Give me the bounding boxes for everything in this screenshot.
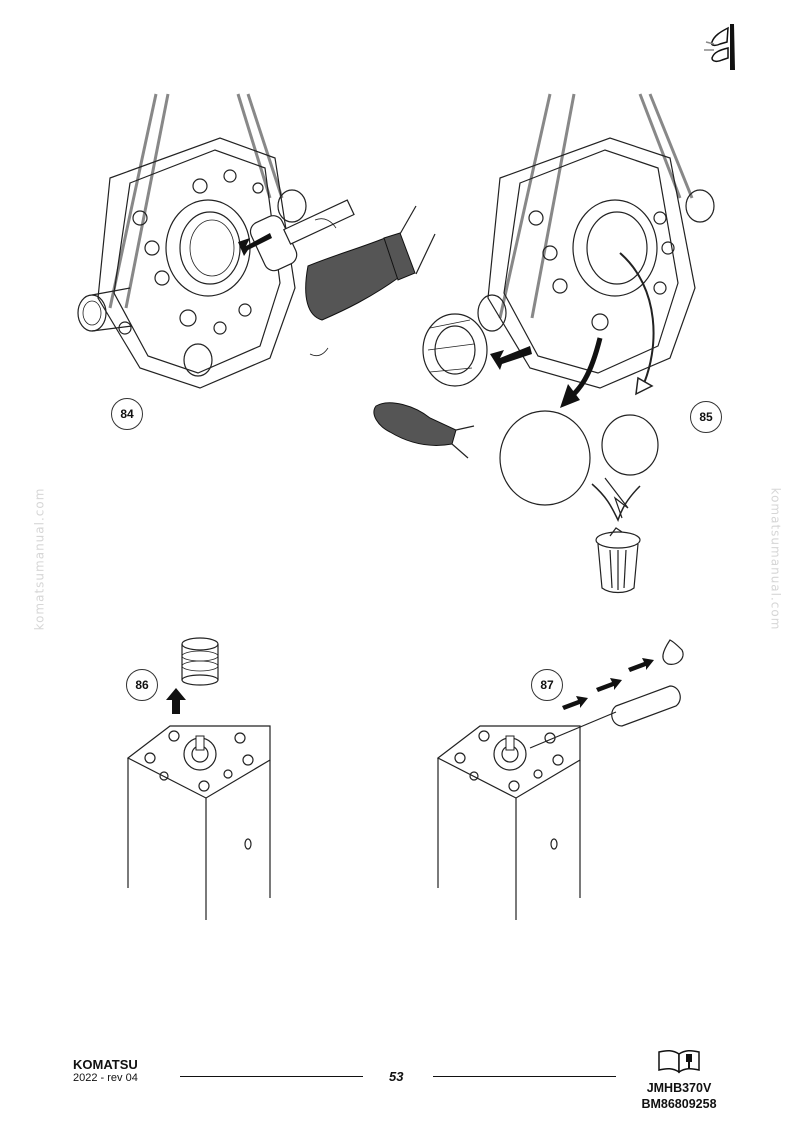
glove-hand-icon (700, 22, 742, 72)
step-number-84: 84 (111, 398, 143, 430)
step-number-86: 86 (126, 669, 158, 701)
figure-86-cartridge-removal (120, 630, 290, 925)
step-number-85: 85 (690, 401, 722, 433)
watermark-left: komatsumanual.com (32, 487, 47, 631)
document-code: JMHB370V (646, 1081, 712, 1095)
manual-book-icon (657, 1048, 701, 1074)
figure-85-seal-removal (360, 88, 740, 608)
footer-brand: KOMATSU (73, 1057, 138, 1072)
step-number-87: 87 (531, 669, 563, 701)
footer-rule-right (433, 1076, 616, 1077)
figure-87-lubrication (430, 630, 700, 925)
watermark-right: komatsumanual.com (768, 487, 783, 631)
part-number: BM86809258 (641, 1097, 717, 1111)
footer-year-revision: 2022 - rev 04 (73, 1072, 138, 1084)
footer-rule-left (180, 1076, 363, 1077)
figure-84-hammer-removal (70, 88, 450, 418)
page-number: 53 (389, 1069, 404, 1084)
